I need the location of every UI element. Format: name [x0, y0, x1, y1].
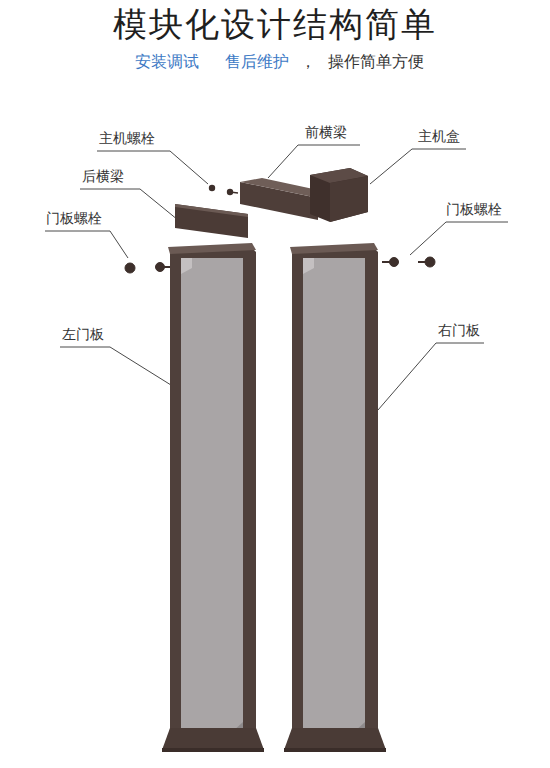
leader-line	[370, 149, 466, 184]
part-label: 前横梁	[305, 124, 347, 141]
back-crossbeam	[175, 204, 248, 238]
subtitle-text: ，	[300, 52, 316, 71]
right-door-panel	[284, 243, 386, 752]
host-box	[310, 168, 368, 222]
front-crossbeam	[240, 178, 318, 220]
part-label: 主机盒	[418, 128, 460, 145]
subtitle-text: 安装调试	[135, 52, 199, 71]
part-label: 右门板	[438, 322, 480, 339]
host-bolts	[209, 185, 238, 195]
part-label: 门板螺栓	[46, 210, 102, 227]
part-label: 左门板	[62, 326, 104, 343]
part-label: 门板螺栓	[446, 201, 502, 218]
subtitle-text: 操作简单方便	[328, 52, 424, 71]
part-label: 后横梁	[82, 168, 124, 185]
leader-line	[378, 343, 484, 410]
part-label: 主机螺栓	[99, 130, 155, 147]
left-door-panel	[162, 243, 264, 752]
leader-lines	[45, 145, 508, 410]
subtitle-text: 售后维护	[225, 52, 289, 71]
page-title: 模块化设计结构简单	[0, 2, 550, 46]
leader-line	[410, 222, 508, 255]
leader-line	[45, 231, 128, 258]
